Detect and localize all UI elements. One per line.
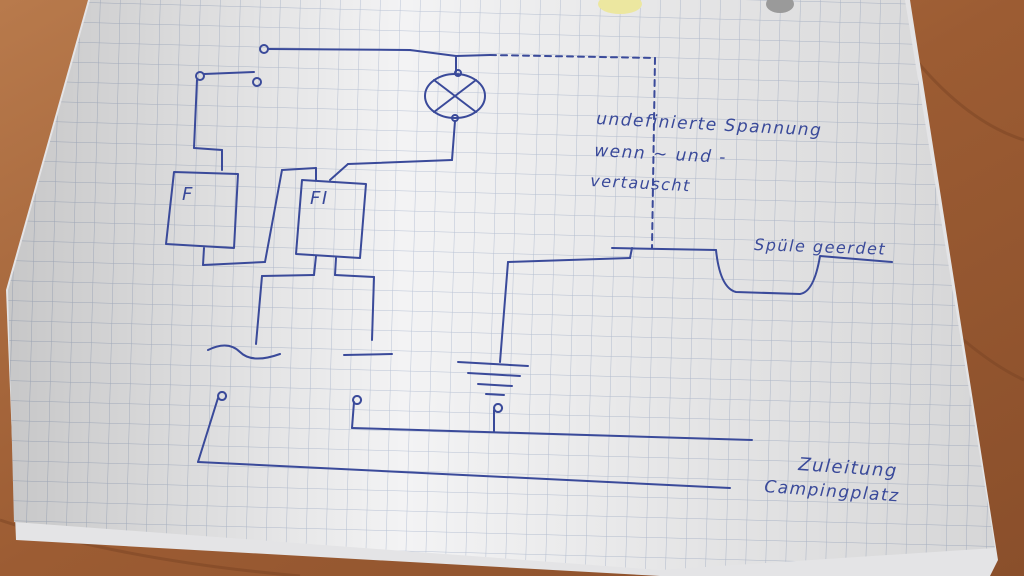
wire: [193, 79, 198, 149]
dashed-wire: [651, 57, 656, 249]
supply-terminal: [217, 391, 228, 401]
wire: [264, 169, 283, 263]
top-wire: [267, 48, 411, 51]
wire: [371, 276, 375, 341]
supply-wire: [197, 461, 731, 489]
lamp-cross: [433, 79, 477, 113]
ground-wire: [629, 247, 633, 259]
switch-terminal: [252, 77, 262, 87]
lamp-terminal: [454, 69, 462, 77]
supply-terminal: [352, 395, 363, 405]
switch-lever: [203, 71, 255, 75]
ground-bar: [467, 372, 521, 377]
fuse-box-right: [295, 179, 367, 259]
ground-wire: [499, 261, 509, 363]
binder-hole: [766, 0, 794, 13]
wire: [202, 261, 266, 266]
sink-symbol: [715, 249, 893, 295]
top-wire: [455, 54, 491, 57]
sink-wire: [611, 247, 717, 251]
note-sink-grounded: Spüle geerdet: [754, 235, 887, 259]
circuit-diagram: [165, 44, 893, 489]
lamp-lead: [451, 120, 456, 161]
wire: [202, 247, 205, 266]
dashed-wire: [489, 54, 656, 59]
supply-wire: [197, 397, 219, 463]
wire: [334, 274, 375, 278]
dc-bar: [343, 353, 393, 356]
top-wire: [409, 49, 457, 57]
ground-bar: [477, 383, 513, 387]
wire: [281, 167, 317, 171]
ground-wire: [507, 257, 631, 263]
wire: [255, 275, 263, 345]
wire: [334, 257, 337, 276]
wire: [193, 147, 223, 151]
fuse-label-left: F: [182, 184, 194, 205]
ground-bar: [485, 393, 505, 396]
binder-hole: [598, 0, 642, 14]
ground-terminal: [493, 403, 504, 413]
wire: [329, 163, 349, 181]
fuse-box-left: [165, 171, 239, 249]
ground-bar: [457, 361, 529, 367]
wire: [313, 255, 317, 276]
switch-terminal: [195, 71, 205, 81]
supply-wire: [351, 427, 753, 441]
paper-shading: [8, 0, 995, 570]
fuse-label-right: FI: [310, 188, 329, 209]
wire: [347, 159, 453, 165]
wire: [261, 274, 315, 277]
ac-symbol: [207, 344, 281, 360]
supply-wire: [351, 401, 355, 429]
